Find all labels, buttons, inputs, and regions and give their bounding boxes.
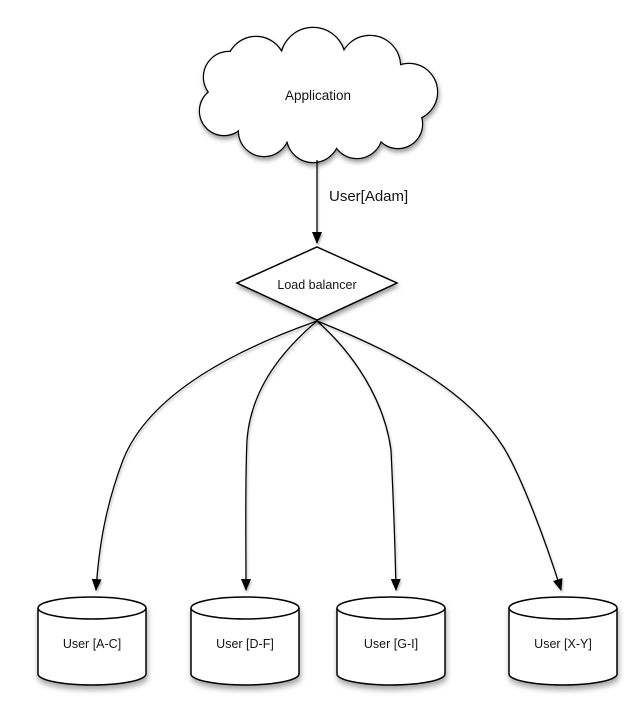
edge-user-adam-label: User[Adam] bbox=[329, 188, 408, 205]
edge-lb-to-db-4 bbox=[316, 320, 563, 591]
cylinder-1-top bbox=[37, 596, 147, 620]
edge-lb-to-db-1-line bbox=[91, 320, 318, 591]
edge-lb-to-db-2-line bbox=[240, 320, 318, 591]
cloud-fill bbox=[200, 28, 437, 162]
application-label: Application bbox=[285, 88, 351, 103]
database-1-label: User [A-C] bbox=[63, 637, 121, 651]
load-balancer-diamond-node bbox=[235, 246, 399, 321]
load-balancer-diamond bbox=[235, 246, 399, 321]
cylinder-2-body bbox=[190, 608, 300, 686]
database-4-label: User [X-Y] bbox=[534, 637, 592, 651]
cylinder-4-top bbox=[508, 596, 618, 620]
cylinder-4-body bbox=[508, 608, 618, 686]
cylinder-2-top bbox=[190, 596, 300, 620]
database-3-label: User [G-I] bbox=[364, 637, 418, 651]
load-balancer-label: Load balancer bbox=[277, 278, 356, 292]
cylinder-3-top bbox=[336, 596, 446, 620]
edge-lb-to-db-3-line bbox=[316, 320, 401, 591]
edge-lb-to-db-2 bbox=[240, 320, 318, 591]
database-cylinder-2 bbox=[190, 596, 300, 686]
database-2-label: User [D-F] bbox=[216, 637, 274, 651]
database-cylinder-3 bbox=[336, 596, 446, 686]
application-cloud-node bbox=[198, 26, 439, 164]
edge-lb-to-db-3 bbox=[316, 320, 401, 591]
edge-lb-to-db-1 bbox=[91, 320, 318, 591]
cylinder-3-body bbox=[336, 608, 446, 686]
edge-lb-to-db-4-line bbox=[316, 320, 563, 591]
cylinder-1-body bbox=[37, 608, 147, 686]
database-cylinder-4 bbox=[508, 596, 618, 686]
database-cylinder-1 bbox=[37, 596, 147, 686]
